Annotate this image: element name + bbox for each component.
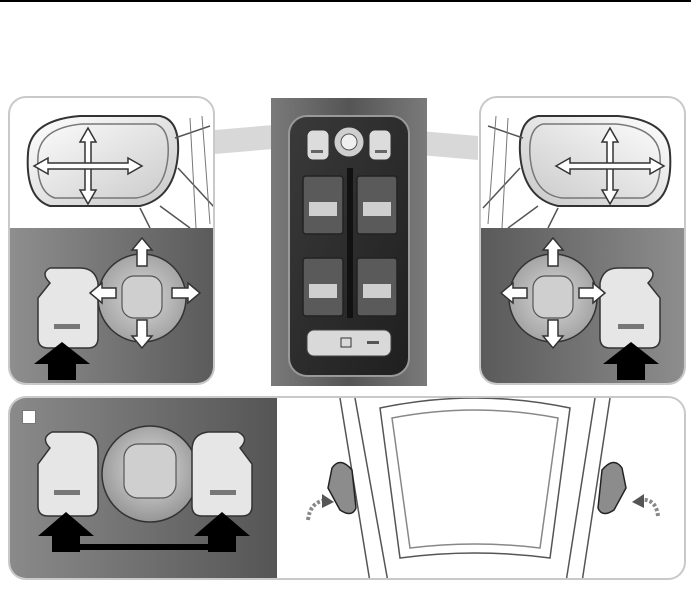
fold-mirrors-panel <box>8 396 686 580</box>
pack-divider <box>347 168 353 318</box>
right-folded-mirror-icon <box>598 462 658 516</box>
left-mirror-panel <box>8 96 215 385</box>
left-mirror-select-button <box>38 268 98 348</box>
right-mirror-illustration <box>481 98 686 385</box>
fold-joystick <box>102 426 198 522</box>
fold-mirrors-illustration <box>10 398 686 580</box>
pack-mirror-right-button <box>369 130 391 160</box>
left-folded-mirror-icon <box>308 462 356 520</box>
pack-mirror-joystick <box>334 127 364 157</box>
right-mirror-glass <box>483 116 670 228</box>
fold-right-button <box>192 432 252 516</box>
pack-mirror-left-button <box>307 130 329 160</box>
right-mirror-panel <box>479 96 686 385</box>
right-mirror-select-button <box>600 268 660 348</box>
car-top-view <box>340 398 610 580</box>
left-mirror-illustration <box>10 98 215 385</box>
fold-left-button <box>38 432 98 516</box>
step-badge <box>22 410 36 424</box>
door-switch-pack-photo <box>271 98 427 386</box>
top-rule <box>0 0 691 2</box>
pack-window-lock-button <box>307 330 391 356</box>
left-mirror-glass <box>28 116 215 228</box>
